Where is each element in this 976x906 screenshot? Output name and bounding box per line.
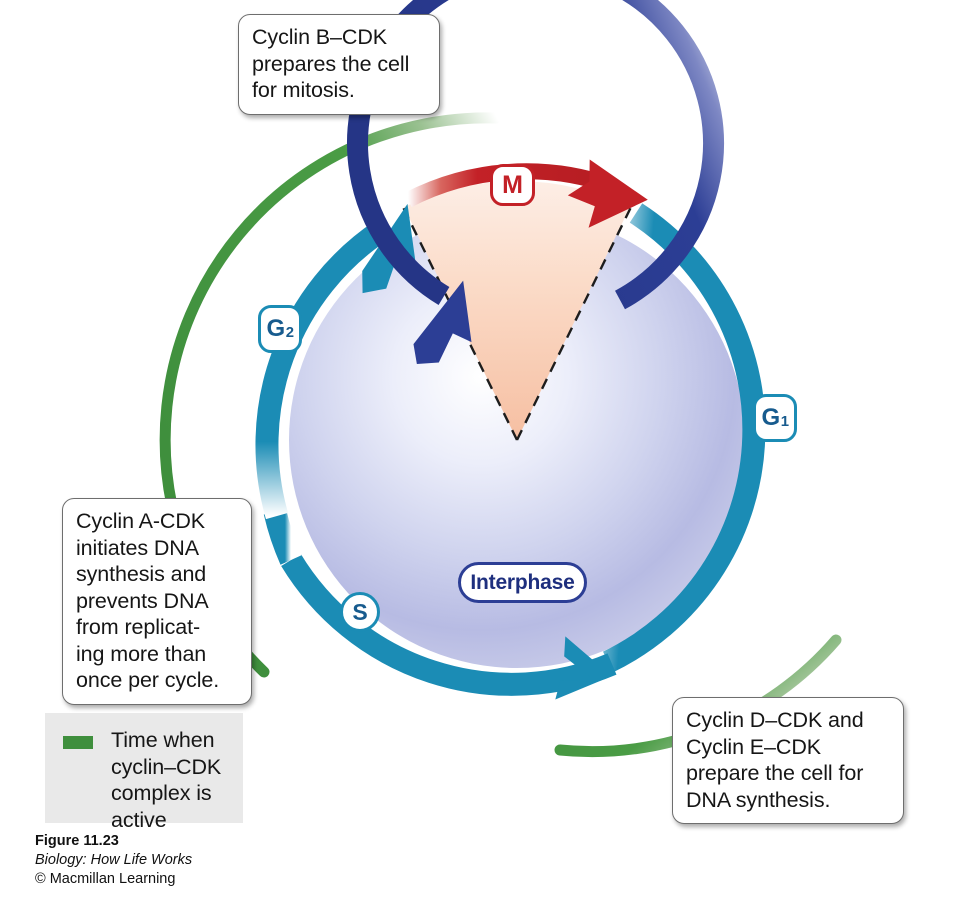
figure-copyright: © Macmillan Learning (35, 871, 176, 888)
red-arrowhead-m (567, 159, 648, 228)
phase-badge-m-label: M (502, 170, 523, 199)
callout-cyclin-b-cdk: Cyclin B–CDK prepares the cell for mitos… (238, 14, 440, 115)
wedge-boundary-left (399, 202, 519, 441)
cyan-arc-s-segment (281, 554, 617, 696)
callout-line: Cyclin E–CDK (686, 734, 822, 759)
legend-green-swatch (63, 736, 93, 749)
phase-badge-s: S (340, 592, 380, 632)
callout-line: prepares the cell (252, 51, 410, 76)
figure-caption: Figure 11.23 Biology: How Life Works © M… (35, 832, 192, 889)
figure-book-title: Biology: How Life Works (35, 852, 193, 869)
callout-line: initiates DNA (76, 535, 199, 560)
blue-arrowhead-interphase (413, 280, 472, 364)
callout-line: Cyclin D–CDK and (686, 708, 864, 732)
callout-line: prevents DNA (76, 588, 209, 613)
legend-text: Time when cyclin–CDK complex is active (111, 727, 221, 833)
cyan-arc-g1 (602, 203, 766, 673)
phase-badge-s-label: S (352, 598, 368, 625)
phase-badge-interphase-label: Interphase (470, 571, 575, 594)
legend-line: complex is (111, 781, 212, 806)
callout-cyclin-a-cdk: Cyclin A-CDK initiates DNA synthesis and… (62, 498, 252, 705)
cyan-fade-break-left (263, 509, 302, 565)
callout-line: once per cycle. (76, 668, 220, 693)
phase-badge-g2-subscript: 2 (285, 324, 294, 341)
legend-line: cyclin–CDK (111, 754, 222, 779)
callout-line: for mitosis. (252, 78, 355, 103)
phase-badge-g2-label: G (266, 315, 286, 342)
callout-line: ing more than (76, 641, 207, 666)
figure-number: Figure 11.23 (35, 833, 119, 849)
legend-line: Time when (111, 728, 215, 752)
callout-line: synthesis and (76, 562, 207, 587)
callout-cyclin-d-e-cdk: Cyclin D–CDK and Cyclin E–CDK prepare th… (672, 697, 904, 825)
callout-line: DNA synthesis. (686, 787, 831, 812)
callout-line: Cyclin A-CDK (76, 509, 206, 533)
callout-line: from replicat- (76, 615, 201, 640)
m-phase-wedge (404, 181, 630, 440)
callout-line: Cyclin B–CDK (252, 25, 388, 49)
phase-badge-g1-label: G (761, 404, 781, 431)
legend: Time when cyclin–CDK complex is active (45, 713, 243, 832)
legend-line: active (111, 807, 167, 832)
phase-badge-interphase: Interphase (458, 562, 587, 603)
wedge-boundary-right (515, 202, 635, 441)
phase-badge-m: M (490, 164, 535, 206)
cyan-arc-g2 (255, 220, 389, 520)
blue-arc-interphase (347, 0, 724, 310)
callout-line: prepare the cell for (686, 761, 864, 786)
phase-badge-g1-subscript: 1 (780, 413, 789, 430)
cyan-arrowhead-bottom (555, 636, 612, 700)
